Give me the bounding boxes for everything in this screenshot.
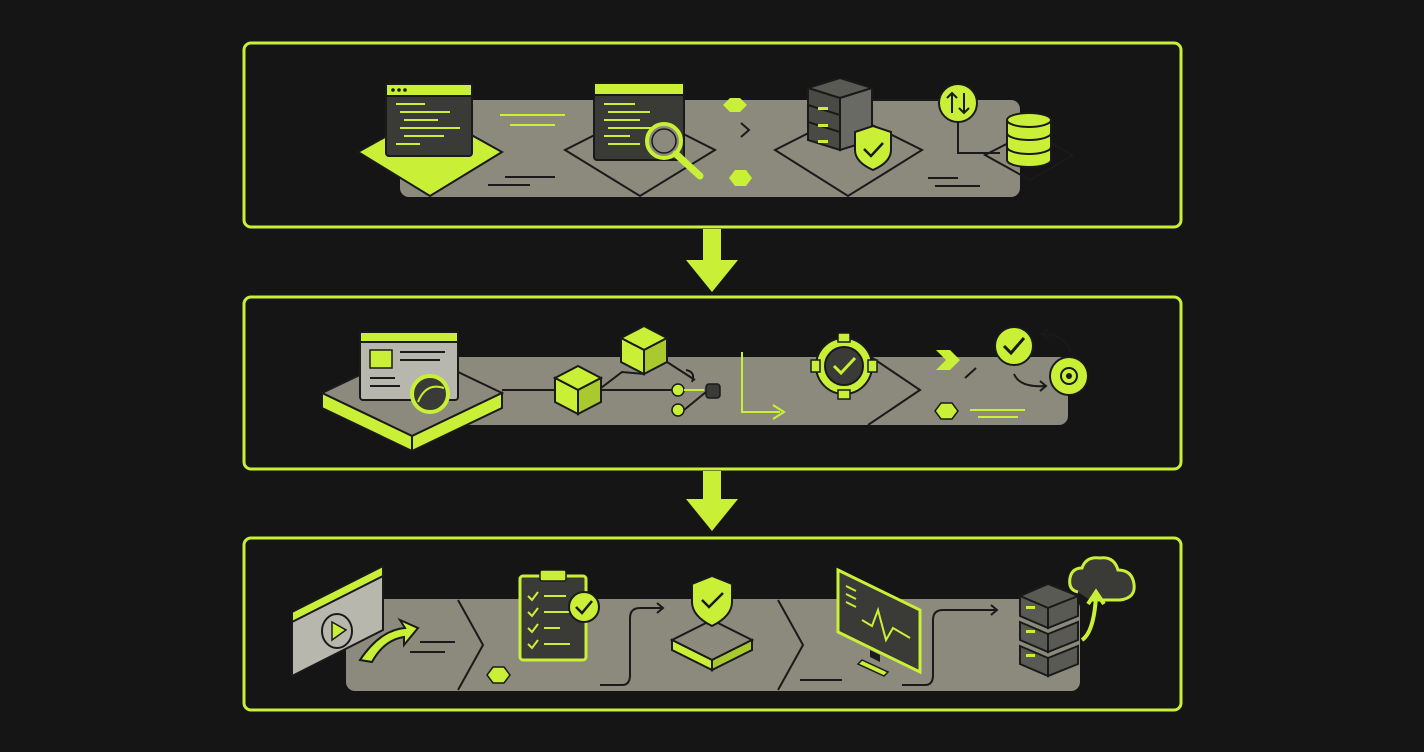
stage-2-arrow — [741, 352, 786, 420]
stage-3-chevron-b — [777, 599, 805, 691]
stage-3-hexagon — [486, 666, 511, 684]
down-arrow-1 — [686, 229, 738, 292]
stage-2-accents — [934, 350, 1025, 420]
branch-icon — [666, 361, 721, 417]
code-review-icon — [562, 82, 718, 198]
stage-3-link-b — [902, 604, 999, 686]
stage-3-chevron-a — [457, 599, 485, 691]
stage-3-panel — [242, 536, 1183, 712]
stage-2-panel — [242, 295, 1183, 471]
database-icon — [982, 112, 1076, 182]
video-player-icon — [291, 564, 420, 678]
dashboard-window-icon — [319, 331, 505, 453]
server-shield-icon — [772, 76, 925, 198]
cube-network-icon — [552, 324, 690, 416]
checklist-icon — [518, 569, 600, 662]
down-arrow-2 — [686, 471, 738, 531]
sync-icon — [938, 83, 978, 123]
stage-1-dash-lines — [500, 114, 565, 126]
shield-platform-icon — [669, 574, 755, 672]
gear-check-icon — [810, 332, 878, 400]
stage-3-link-a — [600, 602, 665, 686]
monitor-chart-icon — [836, 567, 922, 677]
stage-1-link-lines — [872, 99, 1000, 187]
stage-2-chevron-line — [867, 354, 922, 426]
check-cycle-icon — [994, 326, 1089, 396]
stage-1-dark-lines — [488, 176, 555, 186]
stage-1-panel — [242, 41, 1183, 229]
stage-3-dark-lines-a — [410, 641, 455, 653]
stage-1-hexagons — [723, 98, 752, 186]
code-editor-icon — [356, 83, 504, 198]
cloud-server-icon — [1017, 556, 1136, 678]
